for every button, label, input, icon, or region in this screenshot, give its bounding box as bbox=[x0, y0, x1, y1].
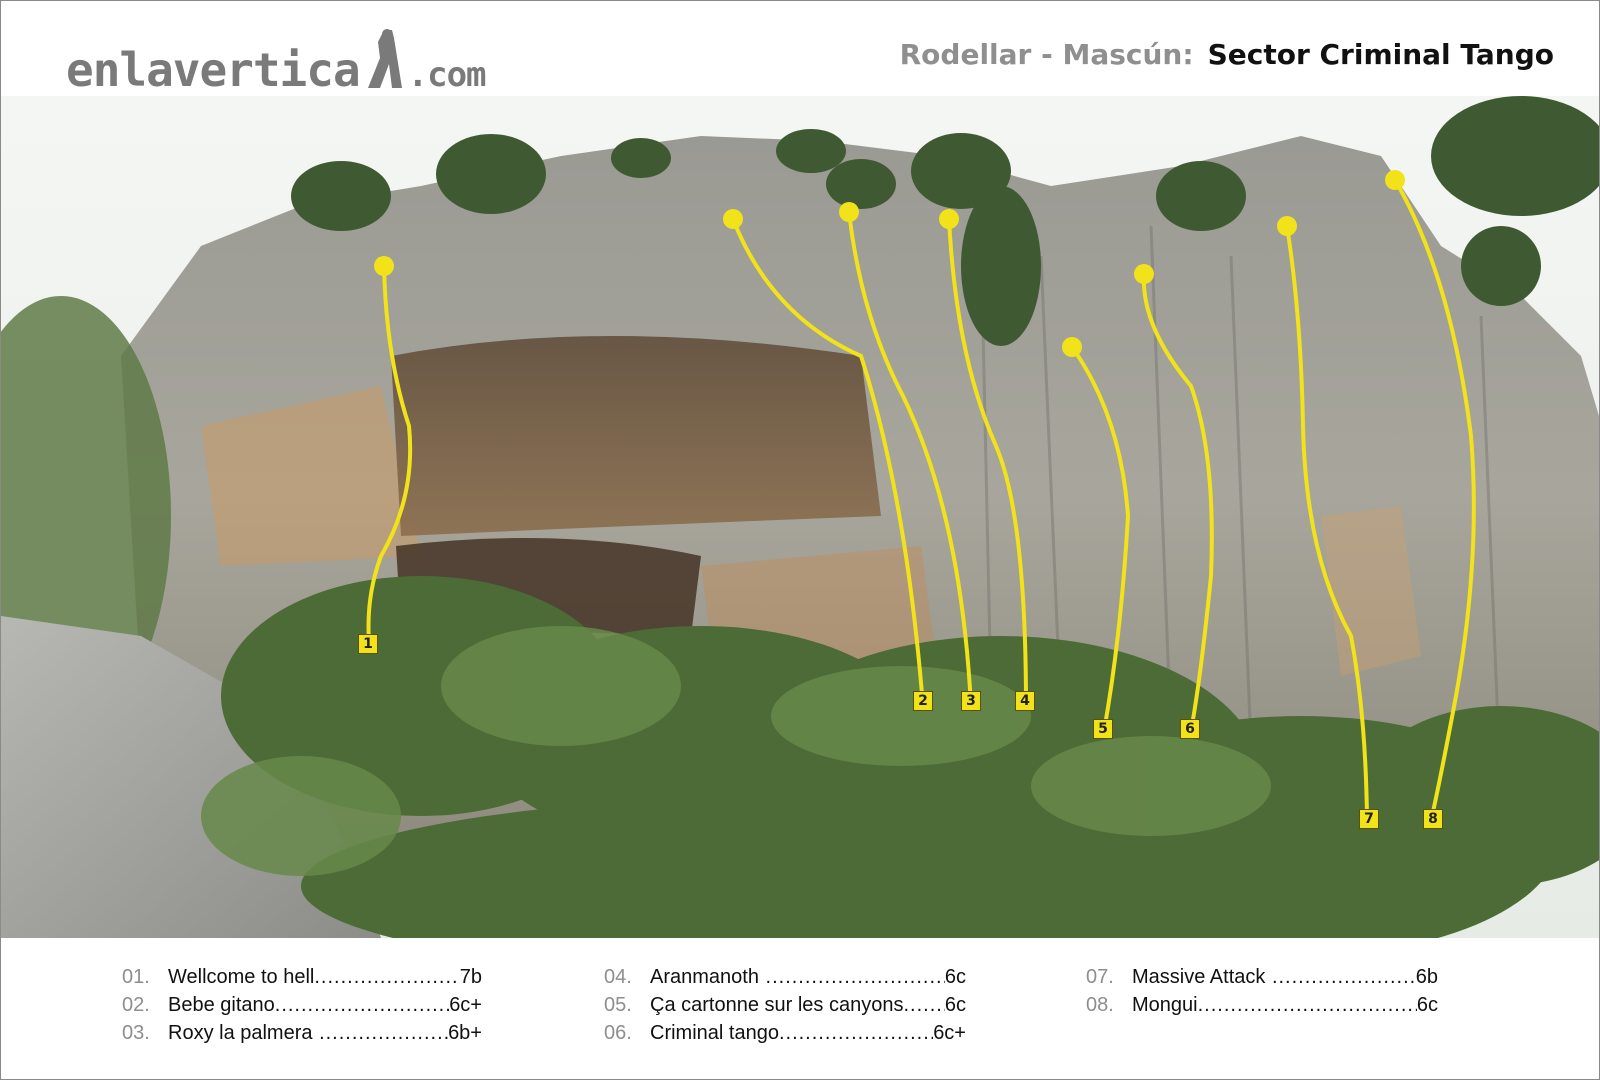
route-label-4[interactable]: 4 bbox=[1015, 691, 1035, 711]
route-name: Roxy la palmera bbox=[168, 1022, 313, 1044]
legend-row: 04. Aranmanoth .........................… bbox=[604, 966, 966, 988]
route-label-8[interactable]: 8 bbox=[1423, 809, 1443, 829]
route-name: Wellcome to hell bbox=[168, 966, 315, 988]
header: enlavertica .com Rodellar - Mascún: Sect… bbox=[0, 0, 1600, 97]
route-grade: 7b bbox=[459, 966, 482, 988]
route-anchor-7 bbox=[1277, 216, 1297, 236]
page-title: Rodellar - Mascún: Sector Criminal Tango bbox=[900, 38, 1554, 71]
route-number: 08. bbox=[1086, 994, 1114, 1016]
logo-text: enlavertica bbox=[66, 43, 361, 97]
route-name: Aranmanoth bbox=[650, 966, 759, 988]
legend-row: 01. Wellcome to hell ...................… bbox=[122, 966, 482, 988]
legend-column-2: 04. Aranmanoth .........................… bbox=[604, 966, 966, 1050]
route-label-6[interactable]: 6 bbox=[1180, 719, 1200, 739]
route-anchor-2 bbox=[723, 209, 743, 229]
route-grade: 6b bbox=[1415, 966, 1438, 988]
legend-row: 05. Ça cartonne sur les canyons ........… bbox=[604, 994, 966, 1016]
route-name: Massive Attack bbox=[1132, 966, 1266, 988]
route-anchor-4 bbox=[939, 209, 959, 229]
route-label-1[interactable]: 1 bbox=[358, 634, 378, 654]
route-anchor-5 bbox=[1062, 337, 1082, 357]
legend-column-3: 07. Massive Attack .....................… bbox=[1086, 966, 1438, 1022]
route-grade: 6c bbox=[1416, 994, 1438, 1016]
legend-row: 02. Bebe gitano ........................… bbox=[122, 994, 482, 1016]
crag-photo: 1 2 3 4 5 6 7 8 bbox=[1, 96, 1599, 938]
route-anchor-6 bbox=[1134, 264, 1154, 284]
route-grade: 6c bbox=[944, 966, 966, 988]
route-number: 04. bbox=[604, 966, 632, 988]
route-grade: 6c bbox=[944, 994, 966, 1016]
route-label-5[interactable]: 5 bbox=[1093, 719, 1113, 739]
route-number: 07. bbox=[1086, 966, 1114, 988]
route-grade: 6c+ bbox=[449, 994, 482, 1016]
route-number: 02. bbox=[122, 994, 150, 1016]
sector-name: Sector Criminal Tango bbox=[1207, 38, 1554, 71]
legend-column-1: 01. Wellcome to hell ...................… bbox=[122, 966, 482, 1050]
route-line-3 bbox=[847, 210, 973, 708]
route-label-7[interactable]: 7 bbox=[1359, 809, 1379, 829]
legend-row: 07. Massive Attack .....................… bbox=[1086, 966, 1438, 988]
route-grade: 6b+ bbox=[448, 1022, 482, 1044]
route-line-1 bbox=[366, 264, 413, 643]
route-line-7 bbox=[1285, 224, 1369, 823]
crag-illustration bbox=[1, 96, 1599, 938]
route-number: 06. bbox=[604, 1022, 632, 1044]
route-name: Bebe gitano bbox=[168, 994, 275, 1016]
legend-row: 08. Mongui .............................… bbox=[1086, 994, 1438, 1016]
route-label-2[interactable]: 2 bbox=[913, 691, 933, 711]
site-logo[interactable]: enlavertica .com bbox=[66, 22, 487, 97]
route-name: Ça cartonne sur les canyons bbox=[650, 994, 904, 1016]
route-name: Criminal tango bbox=[650, 1022, 779, 1044]
route-label-3[interactable]: 3 bbox=[961, 691, 981, 711]
logo-domain: .com bbox=[407, 55, 487, 95]
route-legend: 01. Wellcome to hell ...................… bbox=[0, 938, 1600, 1080]
route-grade: 6c+ bbox=[933, 1022, 966, 1044]
route-line-6 bbox=[1141, 272, 1214, 733]
route-number: 03. bbox=[122, 1022, 150, 1044]
route-line-4 bbox=[947, 217, 1028, 708]
route-number: 05. bbox=[604, 994, 632, 1016]
route-line-2 bbox=[731, 217, 925, 708]
route-number: 01. bbox=[122, 966, 150, 988]
route-line-5 bbox=[1070, 345, 1131, 733]
route-anchor-8 bbox=[1385, 170, 1405, 190]
route-line-8 bbox=[1393, 178, 1476, 823]
area-name: Rodellar - Mascún: bbox=[899, 38, 1194, 71]
route-anchor-1 bbox=[374, 256, 394, 276]
legend-row: 03. Roxy la palmera ....................… bbox=[122, 1022, 482, 1044]
legend-row: 06. Criminal tango .....................… bbox=[604, 1022, 966, 1044]
route-anchor-3 bbox=[839, 202, 859, 222]
climber-logo-icon bbox=[362, 28, 406, 92]
route-name: Mongui bbox=[1132, 994, 1198, 1016]
